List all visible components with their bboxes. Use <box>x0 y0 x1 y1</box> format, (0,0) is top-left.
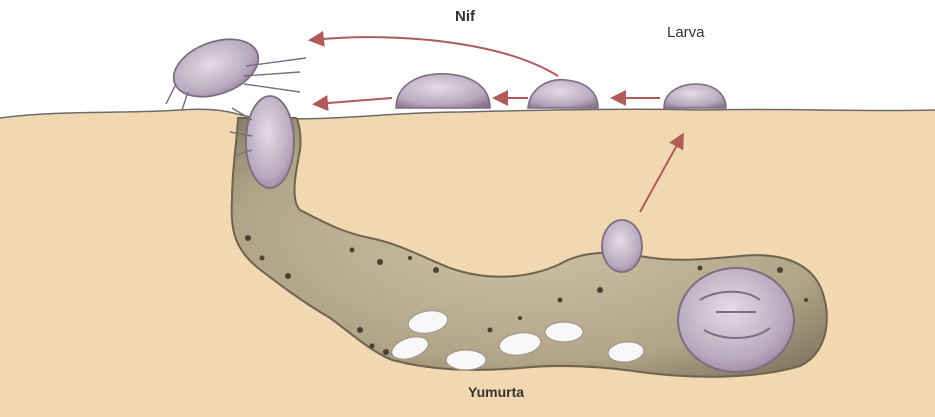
emerging-larva-icon <box>602 220 642 272</box>
egg-icon <box>545 322 583 342</box>
arrow-icon <box>316 98 392 104</box>
arrow-icon <box>312 37 558 76</box>
female-mite-icon <box>678 268 794 372</box>
egg-icon <box>446 350 486 370</box>
larva-icon <box>664 84 726 108</box>
nymph-icon <box>528 80 598 108</box>
egg-label: Yumurta <box>468 384 524 400</box>
larva-label: Larva <box>667 24 705 41</box>
adult-mite-icon <box>166 29 306 110</box>
nymph-icon <box>396 74 490 108</box>
nymph-label: Nif <box>455 8 475 25</box>
